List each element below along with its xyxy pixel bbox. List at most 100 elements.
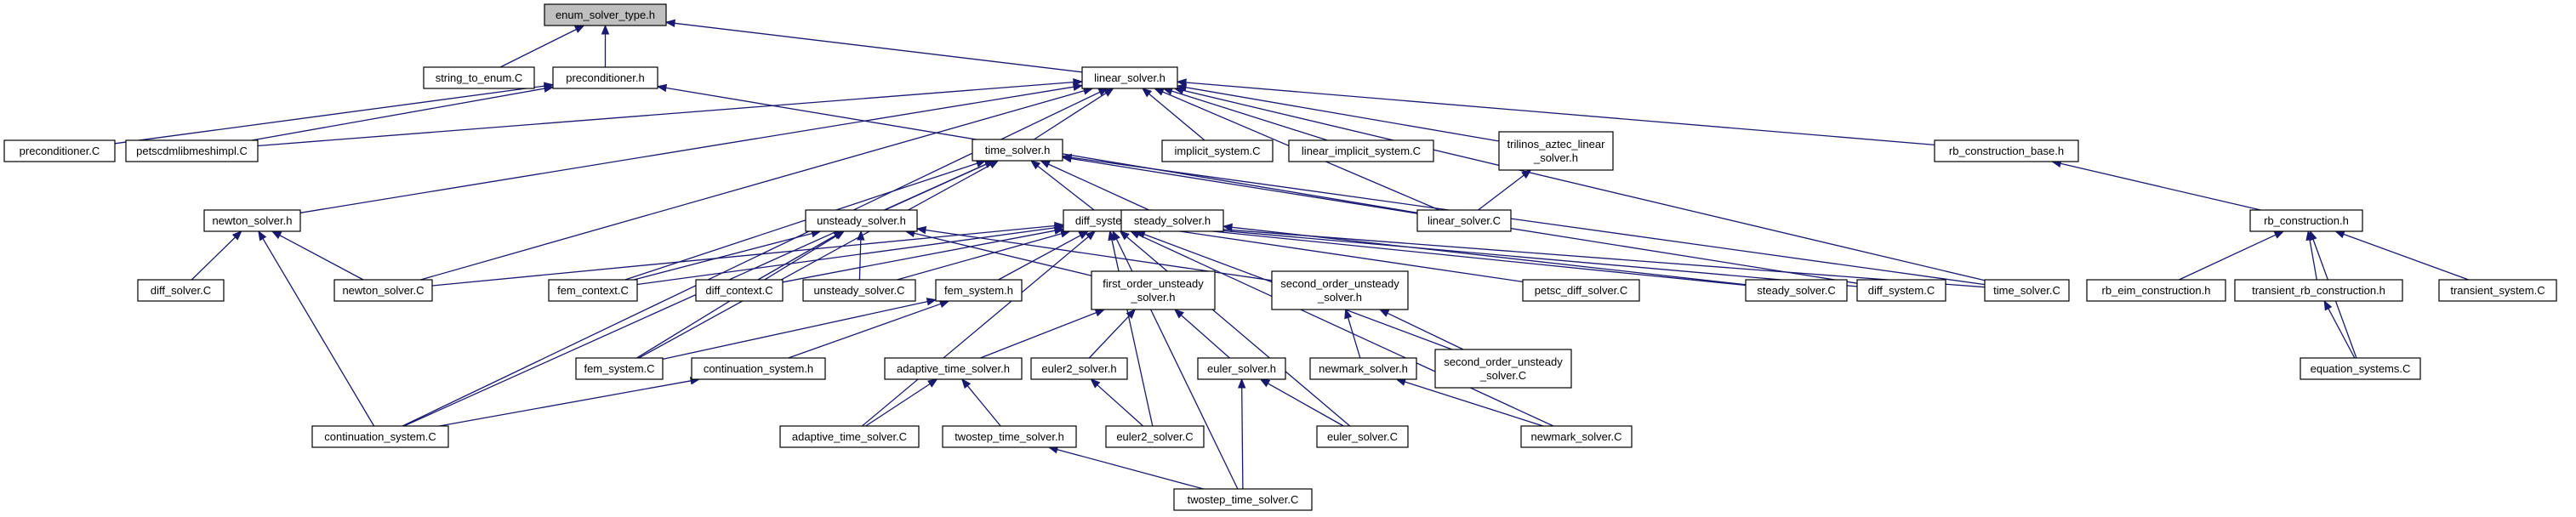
- node-box[interactable]: [1309, 357, 1417, 380]
- node-box[interactable]: [1161, 139, 1274, 162]
- node-diff-solver-c[interactable]: diff_solver.C: [137, 279, 225, 302]
- node-box[interactable]: [1288, 139, 1434, 162]
- node-box[interactable]: [552, 66, 658, 89]
- node-box[interactable]: [423, 66, 535, 89]
- node-box[interactable]: [1984, 279, 2070, 302]
- node-box[interactable]: [1081, 66, 1178, 89]
- node-adaptive-time-solver-c[interactable]: adaptive_time_solver.C: [779, 425, 920, 448]
- node-adaptive-time-solver-h[interactable]: adaptive_time_solver.h: [884, 357, 1023, 380]
- node-euler-solver-c[interactable]: euler_solver.C: [1316, 425, 1409, 448]
- edge-newmark_solver_h-to-second_order_unsteady_h: [1344, 308, 1361, 359]
- node-trilinos-aztec[interactable]: trilinos_aztec_linear_solver.h: [1498, 131, 1614, 171]
- node-linear-solver-c[interactable]: linear_solver.C: [1416, 209, 1512, 232]
- node-box[interactable]: [1120, 209, 1224, 232]
- node-newmark-solver-c[interactable]: newmark_solver.C: [1520, 425, 1633, 448]
- node-continuation-system-c[interactable]: continuation_system.C: [311, 425, 449, 448]
- node-rb-construction-h[interactable]: rb_construction.h: [2249, 209, 2363, 232]
- node-linear-implicit-system-c[interactable]: linear_implicit_system.C: [1288, 139, 1434, 162]
- node-euler-solver-h[interactable]: euler_solver.h: [1197, 357, 1286, 380]
- node-box[interactable]: [3, 139, 116, 162]
- node-box[interactable]: [802, 279, 916, 302]
- node-second-order-unsteady-c[interactable]: second_order_unsteady_solver.C: [1434, 349, 1572, 389]
- node-twostep-time-solver-c[interactable]: twostep_time_solver.C: [1173, 488, 1313, 511]
- node-label: second_order_unsteady: [1280, 277, 1399, 290]
- node-box[interactable]: [1197, 357, 1286, 380]
- node-time-solver-h[interactable]: time_solver.h: [972, 139, 1063, 162]
- node-box[interactable]: [125, 139, 259, 162]
- node-petscdmlibmeshimpl[interactable]: petscdmlibmeshimpl.C: [125, 139, 259, 162]
- node-transient-system-c[interactable]: transient_system.C: [2438, 279, 2557, 302]
- node-linear-solver-h[interactable]: linear_solver.h: [1081, 66, 1178, 89]
- node-box[interactable]: [1498, 131, 1614, 171]
- edge-arrowhead: [2273, 230, 2285, 239]
- node-diff-system-c[interactable]: diff_system.C: [1856, 279, 1946, 302]
- node-box[interactable]: [2438, 279, 2557, 302]
- node-implicit-system-c[interactable]: implicit_system.C: [1161, 139, 1274, 162]
- node-box[interactable]: [691, 357, 826, 380]
- node-box[interactable]: [884, 357, 1023, 380]
- node-box[interactable]: [1091, 270, 1216, 310]
- node-box[interactable]: [311, 425, 449, 448]
- node-box[interactable]: [1173, 488, 1313, 511]
- node-time-solver-c[interactable]: time_solver.C: [1984, 279, 2070, 302]
- node-newton-solver-h[interactable]: newton_solver.h: [203, 209, 301, 232]
- node-petsc-diff-solver-c[interactable]: petsc_diff_solver.C: [1522, 279, 1640, 302]
- node-fem-system-c[interactable]: fem_system.C: [575, 357, 664, 380]
- node-box[interactable]: [203, 209, 301, 232]
- node-transient-rb-construction[interactable]: transient_rb_construction.h: [2234, 279, 2403, 302]
- node-box[interactable]: [972, 139, 1063, 162]
- node-steady-solver-h[interactable]: steady_solver.h: [1120, 209, 1224, 232]
- node-fem-system-h[interactable]: fem_system.h: [935, 279, 1023, 302]
- node-rb-construction-base[interactable]: rb_construction_base.h: [1934, 139, 2079, 162]
- node-box[interactable]: [1522, 279, 1640, 302]
- node-newton-solver-c[interactable]: newton_solver.C: [333, 279, 433, 302]
- edge-arrowhead: [834, 230, 846, 240]
- node-unsteady-solver-c[interactable]: unsteady_solver.C: [802, 279, 916, 302]
- node-box[interactable]: [1316, 425, 1409, 448]
- edge-line: [633, 232, 812, 281]
- node-box[interactable]: [1856, 279, 1946, 302]
- node-box[interactable]: [137, 279, 225, 302]
- node-box[interactable]: [779, 425, 920, 448]
- node-box[interactable]: [1416, 209, 1512, 232]
- node-equation-systems-c[interactable]: equation_systems.C: [2300, 357, 2421, 380]
- node-preconditioner-c[interactable]: preconditioner.C: [3, 139, 116, 162]
- node-twostep-time-solver-h[interactable]: twostep_time_solver.h: [942, 425, 1077, 448]
- node-box[interactable]: [1105, 425, 1205, 448]
- node-box[interactable]: [1271, 270, 1409, 310]
- node-unsteady-solver-h[interactable]: unsteady_solver.h: [805, 209, 918, 232]
- edge-arrowhead: [926, 298, 938, 306]
- node-box[interactable]: [935, 279, 1023, 302]
- node-diff-context-c[interactable]: diff_context.C: [695, 279, 784, 302]
- node-continuation-system-h[interactable]: continuation_system.h: [691, 357, 826, 380]
- node-box[interactable]: [333, 279, 433, 302]
- node-box[interactable]: [1745, 279, 1848, 302]
- node-second-order-unsteady-h[interactable]: second_order_unsteady_solver.h: [1271, 270, 1409, 310]
- node-steady-solver-c[interactable]: steady_solver.C: [1745, 279, 1848, 302]
- edge-line: [114, 85, 545, 145]
- node-euler2-solver-h[interactable]: euler2_solver.h: [1030, 357, 1128, 380]
- edge-line: [1268, 383, 1344, 427]
- node-box[interactable]: [548, 279, 638, 302]
- node-box[interactable]: [2234, 279, 2403, 302]
- node-box[interactable]: [1520, 425, 1633, 448]
- node-box[interactable]: [1934, 139, 2079, 162]
- node-box[interactable]: [2300, 357, 2421, 380]
- node-box[interactable]: [1434, 349, 1572, 389]
- node-box[interactable]: [2249, 209, 2363, 232]
- node-box[interactable]: [575, 357, 664, 380]
- node-box[interactable]: [805, 209, 918, 232]
- node-enum-solver-type[interactable]: enum_solver_type.h: [544, 3, 667, 26]
- node-rb-eim-construction[interactable]: rb_eim_construction.h: [2086, 279, 2226, 302]
- node-box[interactable]: [2086, 279, 2226, 302]
- node-box[interactable]: [942, 425, 1077, 448]
- node-first-order-unsteady[interactable]: first_order_unsteady_solver.h: [1091, 270, 1216, 310]
- node-box[interactable]: [544, 3, 667, 26]
- node-string-to-enum[interactable]: string_to_enum.C: [423, 66, 535, 89]
- node-euler2-solver-c[interactable]: euler2_solver.C: [1105, 425, 1205, 448]
- node-preconditioner-h[interactable]: preconditioner.h: [552, 66, 658, 89]
- node-box[interactable]: [695, 279, 784, 302]
- node-box[interactable]: [1030, 357, 1128, 380]
- node-newmark-solver-h[interactable]: newmark_solver.h: [1309, 357, 1417, 380]
- node-fem-context-c[interactable]: fem_context.C: [548, 279, 638, 302]
